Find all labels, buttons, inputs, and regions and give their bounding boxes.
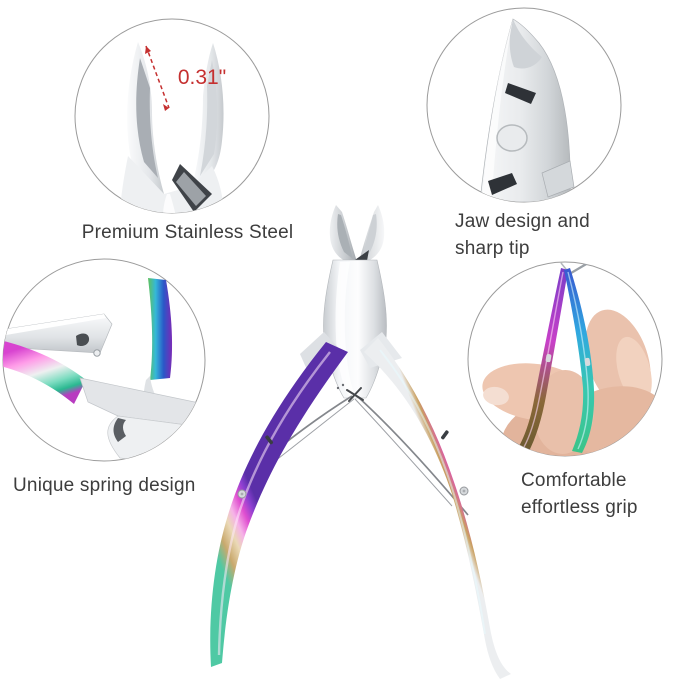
caption-comfort-grip: Comfortable effortless grip [521,467,638,521]
hand-grip-illustration [482,262,662,456]
inset-spring-design [2,258,206,462]
caption-jaw-design-line2: sharp tip [455,238,530,259]
measurement-label: 0.31" [178,66,226,89]
caption-jaw-design-line1: Jaw design and [455,211,590,232]
caption-premium-steel: Premium Stainless Steel [81,222,294,243]
inset-premium-steel: 0.31" [74,18,270,214]
caption-jaw-design: Jaw design and sharp tip [455,208,590,262]
spring-illustration [3,278,205,461]
inset-jaw-design [426,7,622,203]
nipper-handle-left [210,342,348,667]
inset-comfort-grip [467,261,663,457]
caption-comfort-grip-line2: effortless grip [521,497,638,518]
blade-gap-illustration: 0.31" [120,42,226,213]
jaw-tip-illustration [479,18,575,202]
nipper-handle-right [364,338,511,679]
caption-spring-design: Unique spring design [13,475,196,496]
caption-comfort-grip-line1: Comfortable [521,470,627,491]
